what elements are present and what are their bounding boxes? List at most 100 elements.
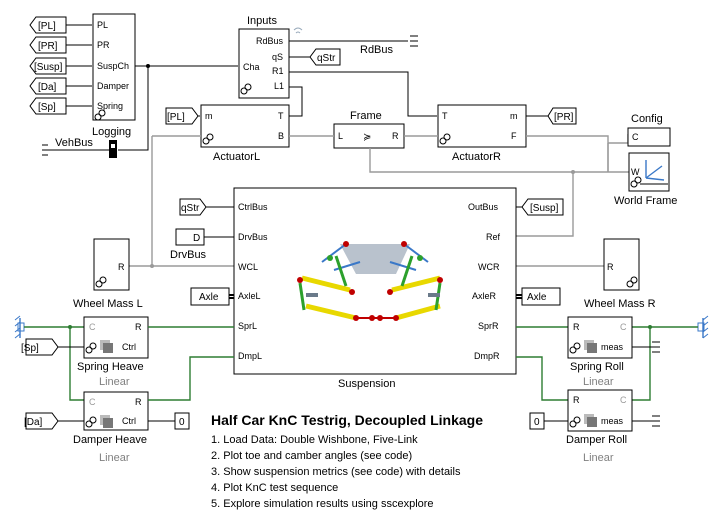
axle-r-tag[interactable]: Axle — [521, 287, 561, 306]
svg-text:L: L — [338, 131, 343, 141]
damper-roll-block[interactable]: R C meas Damper Roll Linear — [566, 389, 633, 464]
dmpr-wire — [516, 356, 568, 401]
wheel-mass-r-label: Wheel Mass R — [584, 298, 656, 310]
svg-text:R1: R1 — [272, 66, 284, 76]
wheel-mass-r-block[interactable]: R Wheel Mass R — [584, 238, 656, 310]
svg-text:AxleR: AxleR — [472, 291, 497, 301]
svg-text:Damper: Damper — [97, 81, 129, 91]
svg-text:L1: L1 — [274, 81, 284, 91]
goto-susp-tag[interactable]: [Susp] — [29, 57, 67, 75]
damper-heave-label: Damper Heave — [73, 434, 147, 446]
vehbus-selector[interactable] — [109, 140, 117, 158]
wifi-icon — [293, 27, 303, 34]
inputs-block[interactable]: Cha RdBus qS R1 L1 Inputs — [238, 15, 290, 99]
actuator-r-label: ActuatorR — [452, 151, 501, 163]
qstr-goto-tag[interactable]: qStr — [309, 48, 341, 66]
svg-text:m: m — [510, 111, 518, 121]
svg-text:m: m — [205, 111, 213, 121]
svg-text:[Da]: [Da] — [38, 82, 57, 93]
sp-goto-tag[interactable]: [Sp] — [21, 338, 59, 356]
dmpl-wire — [148, 356, 234, 401]
svg-text:[PR]: [PR] — [38, 41, 58, 52]
goto-pl-tag[interactable]: [PL] — [29, 16, 67, 34]
susp-goto-tag[interactable]: [Susp] — [521, 198, 564, 216]
suspension-block[interactable]: CtrlBus DrvBus WCL AxleL SprL DmpL OutBu… — [233, 187, 517, 390]
goto-pr-tag[interactable]: [PR] — [29, 36, 67, 54]
damper-heave-block[interactable]: C R Ctrl Damper Heave Linear — [73, 391, 149, 464]
svg-text:[Susp]: [Susp] — [34, 62, 63, 73]
actuator-l-block[interactable]: m T B ActuatorL — [200, 104, 290, 163]
pr-goto-tag[interactable]: [PR] — [547, 107, 577, 125]
logging-block[interactable]: PL PR SuspCh Damper Spring Logging — [92, 13, 136, 138]
inputs-label: Inputs — [247, 15, 277, 27]
spring-heave-label: Spring Heave — [77, 361, 144, 373]
inputs-r1-wire — [289, 71, 437, 117]
drvbus-constant-block[interactable]: D DrvBus — [170, 228, 207, 261]
da-goto-tag[interactable]: [Da] — [24, 412, 59, 430]
svg-text:C: C — [620, 322, 627, 332]
svg-text:T: T — [442, 111, 448, 121]
logging-vehbus-wire — [118, 65, 149, 151]
svg-text:W: W — [631, 167, 640, 177]
world-frame-label: World Frame — [614, 195, 677, 207]
damper-heave-sublabel: Linear — [99, 452, 130, 464]
goto-sp-tag[interactable]: [Sp] — [29, 97, 67, 115]
link-icon — [94, 109, 106, 121]
goto-da-tag[interactable]: [Da] — [29, 77, 67, 95]
suspension-linkage-image — [297, 241, 443, 321]
qstr-from-tag[interactable]: qStr — [179, 198, 207, 216]
svg-text:R: R — [118, 262, 125, 272]
svg-text:R: R — [135, 322, 142, 332]
damper-roll-ground-wire — [632, 327, 651, 401]
svg-text:CtrlBus: CtrlBus — [238, 202, 268, 212]
actuator-r-block[interactable]: T m F ActuatorR — [437, 104, 527, 163]
pl-from-tag[interactable]: [PL] — [165, 107, 199, 125]
svg-text:D: D — [193, 233, 200, 244]
svg-text:R: R — [392, 131, 399, 141]
spring-roll-block[interactable]: R C meas Spring Roll Linear — [567, 316, 633, 388]
svg-text:R: R — [135, 397, 142, 407]
goto-to-logging-wires — [66, 24, 92, 107]
svg-text:PL: PL — [97, 20, 108, 30]
svg-text:C: C — [632, 132, 639, 142]
svg-text:C: C — [89, 397, 96, 407]
world-frame-block[interactable]: W World Frame — [614, 152, 677, 207]
svg-text:[Sp]: [Sp] — [21, 343, 39, 354]
frame-block[interactable]: L R ≽ Frame — [333, 110, 405, 149]
svg-text:≽: ≽ — [363, 132, 371, 143]
rdbus-label: RdBus — [360, 44, 394, 56]
zero-right-constant[interactable]: 0 — [529, 412, 545, 430]
svg-text:0: 0 — [179, 417, 185, 428]
svg-text:Ref: Ref — [486, 232, 501, 242]
svg-text:R: R — [607, 262, 614, 272]
svg-text:AxleL: AxleL — [238, 291, 261, 301]
damper-roll-label: Damper Roll — [566, 434, 627, 446]
ground-right-icon — [697, 315, 709, 339]
svg-text:[Sp]: [Sp] — [38, 102, 56, 113]
note-item-3: 3. Show suspension metrics (see code) wi… — [211, 466, 461, 478]
zero-left-constant[interactable]: 0 — [174, 412, 190, 430]
svg-text:OutBus: OutBus — [468, 202, 499, 212]
damper-roll-terminator-icon — [652, 415, 660, 427]
svg-text:Spring: Spring — [97, 101, 123, 111]
terminator-icon — [42, 144, 48, 156]
frame-label: Frame — [350, 110, 382, 122]
svg-text:qStr: qStr — [181, 203, 200, 214]
config-label: Config — [631, 113, 663, 125]
rdbus-terminator-icon — [410, 35, 418, 47]
axle-l-tag[interactable]: Axle — [190, 287, 230, 306]
svg-text:T: T — [278, 111, 284, 121]
svg-text:0: 0 — [534, 417, 540, 428]
svg-text:qS: qS — [272, 52, 283, 62]
svg-text:qStr: qStr — [317, 53, 336, 64]
vehbus-label: VehBus — [55, 137, 93, 149]
spring-heave-block[interactable]: C R Ctrl Spring Heave Linear — [77, 316, 149, 388]
config-block[interactable]: C Config — [627, 113, 671, 147]
svg-text:B: B — [278, 131, 284, 141]
svg-text:R: R — [573, 395, 580, 405]
spring-roll-terminator-icon — [652, 341, 660, 353]
wheel-mass-l-block[interactable]: R Wheel Mass L — [73, 238, 143, 310]
svg-text:RdBus: RdBus — [256, 36, 284, 46]
note-item-2: 2. Plot toe and camber angles (see code) — [211, 450, 412, 462]
